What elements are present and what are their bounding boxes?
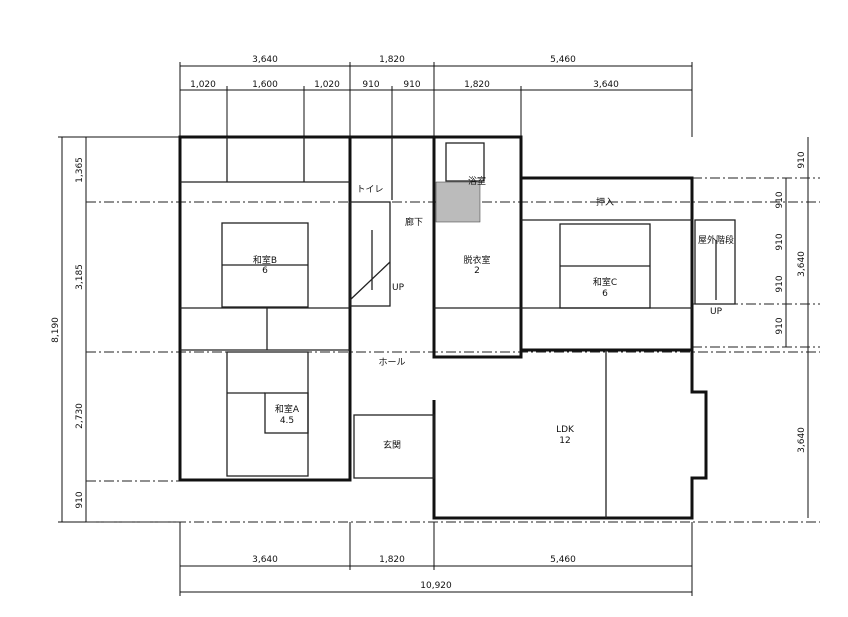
dim-right-5: 910 <box>775 317 785 334</box>
dim-detail-2: 1,600 <box>252 80 278 90</box>
room-entrance: 玄関 <box>383 439 401 451</box>
dim-detail-4: 910 <box>362 80 379 90</box>
dim-detail-1: 1,020 <box>190 80 216 90</box>
room-corridor: 廊下 <box>405 216 423 228</box>
room-closet: 押入 <box>596 196 614 208</box>
dim-detail-7: 3,640 <box>593 80 619 90</box>
room-outdoor-stairs: 屋外階段 <box>698 234 734 246</box>
room-washitsu-c: 和室C <box>593 276 617 288</box>
dim-left-2: 3,185 <box>75 264 85 290</box>
dim-right-2: 910 <box>775 191 785 208</box>
dim-detail-6: 1,820 <box>464 80 490 90</box>
room-washitsu-a: 和室A <box>275 403 300 415</box>
dim-left-4: 910 <box>75 491 85 508</box>
room-datsuijo: 脱衣室 <box>463 254 490 266</box>
room-washitsu-b-size: 6 <box>262 266 268 276</box>
dim-left-total: 8,190 <box>51 317 61 343</box>
room-datsuijo-size: 2 <box>474 266 480 276</box>
room-hall: ホール <box>378 357 405 368</box>
dim-top-2: 1,820 <box>379 55 405 65</box>
dim-right-1: 910 <box>797 151 807 168</box>
dim-bottom-total: 10,920 <box>420 581 452 591</box>
bottom-dimensions: 3,640 1,820 5,460 10,920 <box>179 522 693 596</box>
top-dimensions: 3,640 1,820 5,460 1,020 1,600 1,020 910 … <box>179 55 693 137</box>
room-washitsu-c-size: 6 <box>602 289 608 299</box>
dim-detail-3: 1,020 <box>314 80 340 90</box>
dim-top-1: 3,640 <box>252 55 278 65</box>
room-toilet: トイレ <box>356 185 383 195</box>
dim-bottom-2: 1,820 <box>379 555 405 565</box>
room-ldk: LDK <box>556 425 575 435</box>
dim-detail-5: 910 <box>403 80 420 90</box>
dim-right-4: 910 <box>775 275 785 292</box>
dim-right-span-2: 3,640 <box>797 427 807 453</box>
room-ldk-size: 12 <box>559 436 570 446</box>
dim-bottom-3: 5,460 <box>550 555 576 565</box>
stairs-up-label: UP <box>392 283 405 293</box>
right-dimensions: 910 910 910 910 910 3,640 3,640 <box>775 137 809 518</box>
dim-top-3: 5,460 <box>550 55 576 65</box>
room-bath: 浴室 <box>468 175 486 187</box>
dim-right-3: 910 <box>775 233 785 250</box>
room-washitsu-a-size: 4.5 <box>280 416 294 426</box>
room-washitsu-b: 和室B <box>253 254 277 266</box>
dim-right-span-1: 3,640 <box>797 251 807 277</box>
walls <box>178 135 736 520</box>
room-labels: 和室B 6 和室A 4.5 和室C 6 LDK 12 脱衣室 2 トイレ 浴室 … <box>253 175 734 451</box>
dim-left-3: 2,730 <box>75 403 85 429</box>
outdoor-up-label: UP <box>710 307 723 317</box>
dim-left-1: 1,365 <box>75 157 85 183</box>
dim-bottom-1: 3,640 <box>252 555 278 565</box>
left-dimensions: 1,365 3,185 2,730 910 8,190 <box>51 136 180 523</box>
